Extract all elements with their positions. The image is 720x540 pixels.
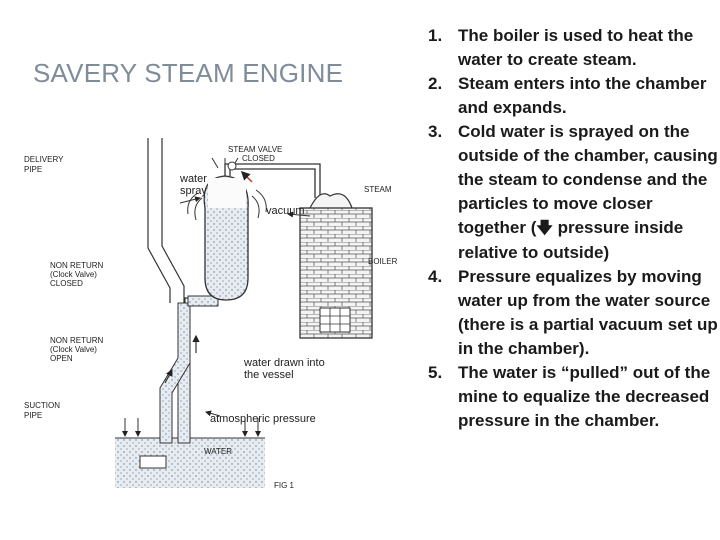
label-boiler: BOILER (368, 257, 398, 266)
savery-engine-diagram: DELIVERY PIPE STEAM VALVE CLOSED water s… (20, 138, 416, 522)
step-item: 1. The boiler is used to heat the water … (428, 24, 718, 72)
step-item: 2. Steam enters into the chamber and exp… (428, 72, 718, 120)
step-number: 5. (428, 363, 443, 382)
step-item: 5. The water is “pulled” out of the mine… (428, 361, 718, 433)
label-atmospheric-pressure: atmospheric pressure (210, 413, 316, 425)
steam-valve (227, 161, 237, 171)
step-item: 3. Cold water is sprayed on the outside … (428, 120, 718, 265)
step-text-after: pressure inside relative to outside) (458, 218, 684, 262)
step-number: 1. (428, 26, 443, 45)
label-water-spray: water spray (179, 173, 210, 197)
steps-list: 1. The boiler is used to heat the water … (428, 24, 718, 433)
step-text: Steam enters into the chamber and expand… (458, 74, 707, 117)
label-non-return-closed: NON RETURN (Clock Valve) CLOSED (50, 261, 106, 288)
label-water: WATER (204, 447, 232, 456)
label-water-drawn: water drawn into the vessel (243, 357, 328, 381)
delivery-pipe (147, 138, 171, 303)
page-title: SAVERY STEAM ENGINE (33, 58, 344, 88)
down-arrow-icon: 🡇 (536, 220, 553, 237)
step-number: 4. (428, 267, 443, 286)
step-number: 2. (428, 74, 443, 93)
label-delivery-pipe: DELIVERY PIPE (24, 155, 66, 174)
label-non-return-open: NON RETURN (Clock Valve) OPEN (50, 336, 106, 363)
step-number: 3. (428, 122, 443, 141)
strainer (139, 455, 167, 469)
label-vacuum: vacuum (266, 205, 305, 217)
label-suction-pipe: SUCTION PIPE (24, 401, 62, 420)
step-text: Pressure equalizes by moving water up fr… (458, 267, 718, 358)
label-fig: FIG 1 (274, 481, 295, 490)
water-source (115, 438, 265, 488)
step-item: 4. Pressure equalizes by moving water up… (428, 265, 718, 361)
step-text: The water is “pulled” out of the mine to… (458, 363, 711, 430)
step-text: The boiler is used to heat the water to … (458, 26, 694, 69)
label-steam-valve: STEAM VALVE CLOSED (228, 145, 285, 163)
step-text-before: Cold water is sprayed on the outside of … (458, 122, 718, 237)
diagram-svg: DELIVERY PIPE STEAM VALVE CLOSED water s… (24, 138, 398, 490)
label-steam: STEAM (364, 185, 392, 194)
